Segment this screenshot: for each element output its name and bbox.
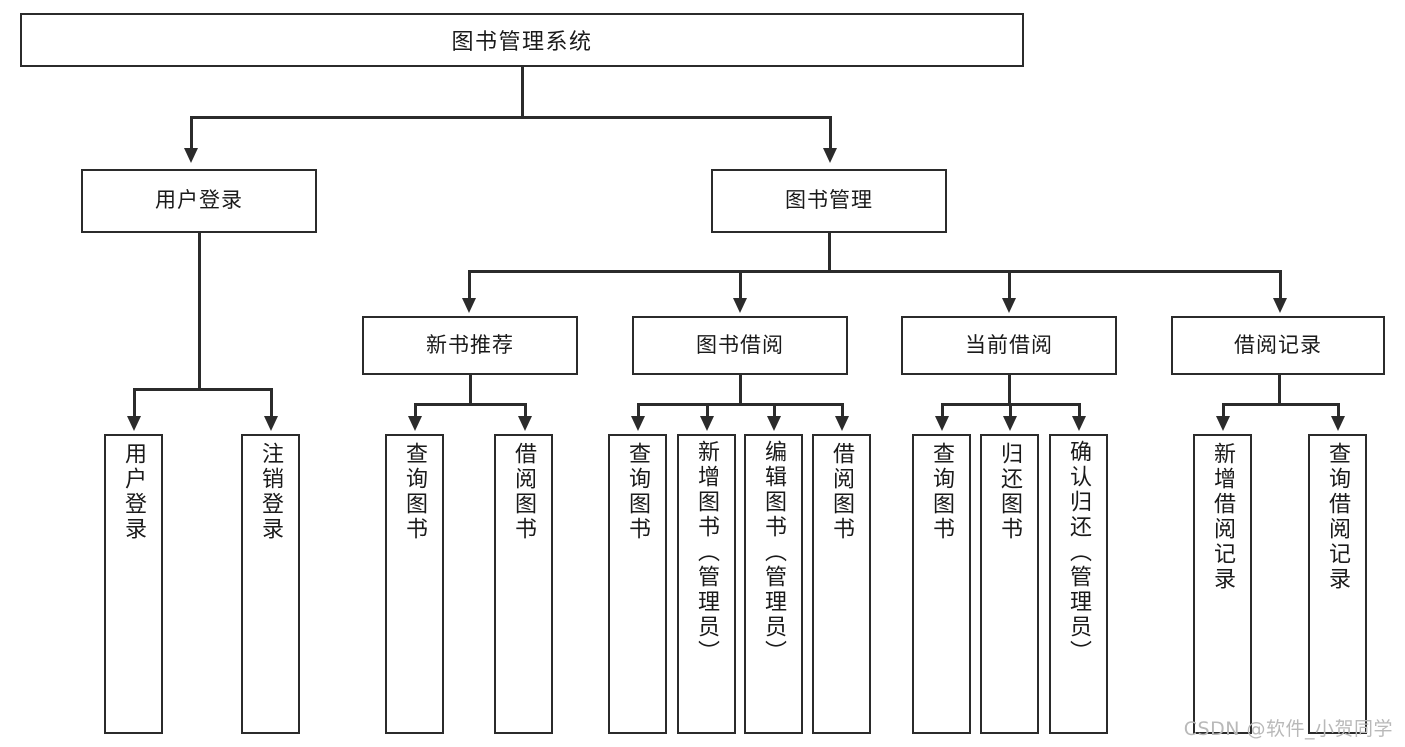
node-root-book-management-system[interactable]: 图书管理系统 bbox=[20, 13, 1024, 67]
node-label: 确认归还（管理员） bbox=[1066, 440, 1092, 665]
connector-to-borrow-record bbox=[1279, 270, 1282, 300]
leaf-user-login-login[interactable]: 用户登录 bbox=[104, 434, 163, 734]
node-new-book-recommendation[interactable]: 新书推荐 bbox=[362, 316, 578, 375]
leaf-book-borrow-add-admin[interactable]: 新增图书（管理员） bbox=[677, 434, 736, 734]
node-label: 借阅图书 bbox=[829, 442, 855, 542]
arrowhead-book-borrow-leaf-4 bbox=[835, 416, 849, 431]
arrowhead-borrow-record-leaf-1 bbox=[1216, 416, 1230, 431]
arrowhead-new-book-leaf-1 bbox=[408, 416, 422, 431]
connector-book-borrow-bus bbox=[637, 403, 843, 406]
arrowhead-new-book-leaf-2 bbox=[518, 416, 532, 431]
connector-level3-bus bbox=[468, 270, 1280, 273]
arrowhead-current-borrow-leaf-1 bbox=[935, 416, 949, 431]
connector-user-login-bus bbox=[133, 388, 272, 391]
arrowhead-current-borrow-leaf-2 bbox=[1003, 416, 1017, 431]
connector-new-book-leaf-1 bbox=[414, 403, 417, 418]
leaf-user-login-logout[interactable]: 注销登录 bbox=[241, 434, 300, 734]
leaf-book-borrow-borrow[interactable]: 借阅图书 bbox=[812, 434, 871, 734]
connector-book-borrow-leaf-4 bbox=[841, 403, 844, 418]
connector-root-stem bbox=[521, 67, 524, 118]
connector-book-borrow-stem bbox=[739, 375, 742, 405]
arrowhead-book-borrow-leaf-1 bbox=[631, 416, 645, 431]
connector-user-login-leaf-2 bbox=[270, 388, 273, 418]
node-user-login[interactable]: 用户登录 bbox=[81, 169, 317, 233]
leaf-borrow-record-query[interactable]: 查询借阅记录 bbox=[1308, 434, 1367, 734]
node-borrow-record[interactable]: 借阅记录 bbox=[1171, 316, 1385, 375]
arrowhead-to-book-borrow bbox=[733, 298, 747, 313]
connector-current-borrow-stem bbox=[1008, 375, 1011, 405]
node-label: 新书推荐 bbox=[426, 332, 514, 357]
leaf-book-borrow-edit-admin[interactable]: 编辑图书（管理员） bbox=[744, 434, 803, 734]
arrowhead-to-current-borrow bbox=[1002, 298, 1016, 313]
connector-to-new-book-rec bbox=[468, 270, 471, 300]
connector-to-current-borrow bbox=[1008, 270, 1011, 300]
arrowhead-book-borrow-leaf-2 bbox=[700, 416, 714, 431]
node-label: 查询借阅记录 bbox=[1325, 442, 1351, 592]
connector-book-management-stem bbox=[828, 233, 831, 272]
node-book-borrow[interactable]: 图书借阅 bbox=[632, 316, 848, 375]
arrowhead-book-borrow-leaf-3 bbox=[767, 416, 781, 431]
connector-to-user-login bbox=[190, 116, 193, 150]
connector-to-book-borrow bbox=[739, 270, 742, 300]
arrowhead-current-borrow-leaf-3 bbox=[1072, 416, 1086, 431]
leaf-book-borrow-query[interactable]: 查询图书 bbox=[608, 434, 667, 734]
node-label: 用户登录 bbox=[155, 188, 243, 213]
node-book-management[interactable]: 图书管理 bbox=[711, 169, 947, 233]
arrowhead-to-new-book-rec bbox=[462, 298, 476, 313]
leaf-new-book-borrow[interactable]: 借阅图书 bbox=[494, 434, 553, 734]
node-label: 查询图书 bbox=[625, 442, 651, 542]
node-label: 查询图书 bbox=[929, 442, 955, 542]
leaf-current-borrow-query[interactable]: 查询图书 bbox=[912, 434, 971, 734]
arrowhead-to-user-login bbox=[184, 148, 198, 163]
connector-book-borrow-leaf-2 bbox=[706, 403, 709, 418]
node-label: 注销登录 bbox=[258, 442, 284, 542]
node-label: 编辑图书（管理员） bbox=[761, 440, 787, 665]
connector-user-login-stem bbox=[198, 233, 201, 390]
arrowhead-user-login-leaf-1 bbox=[127, 416, 141, 431]
node-label: 图书管理 bbox=[785, 188, 873, 213]
connector-current-borrow-leaf-3 bbox=[1078, 403, 1081, 418]
connector-to-book-management bbox=[829, 116, 832, 150]
node-label: 当前借阅 bbox=[965, 332, 1053, 357]
arrowhead-user-login-leaf-2 bbox=[264, 416, 278, 431]
arrowhead-to-book-management bbox=[823, 148, 837, 163]
connector-book-borrow-leaf-3 bbox=[773, 403, 776, 418]
node-label: 用户登录 bbox=[121, 442, 147, 542]
connector-level2-bus bbox=[190, 116, 831, 119]
watermark-text: CSDN @软件_小贺同学 bbox=[1183, 718, 1393, 740]
connector-borrow-record-leaf-1 bbox=[1222, 403, 1225, 418]
leaf-borrow-record-add[interactable]: 新增借阅记录 bbox=[1193, 434, 1252, 734]
arrowhead-borrow-record-leaf-2 bbox=[1331, 416, 1345, 431]
leaf-new-book-query[interactable]: 查询图书 bbox=[385, 434, 444, 734]
connector-current-borrow-leaf-2 bbox=[1009, 403, 1012, 418]
node-label: 借阅图书 bbox=[511, 442, 537, 542]
leaf-current-borrow-return[interactable]: 归还图书 bbox=[980, 434, 1039, 734]
node-label: 图书借阅 bbox=[696, 332, 784, 357]
node-label: 借阅记录 bbox=[1234, 332, 1322, 357]
node-label: 新增图书（管理员） bbox=[694, 440, 720, 665]
connector-user-login-leaf-1 bbox=[133, 388, 136, 418]
connector-new-book-leaf-2 bbox=[524, 403, 527, 418]
connector-new-book-bus bbox=[414, 403, 527, 406]
node-label: 归还图书 bbox=[997, 442, 1023, 542]
connector-borrow-record-bus bbox=[1222, 403, 1339, 406]
leaf-current-borrow-confirm-admin[interactable]: 确认归还（管理员） bbox=[1049, 434, 1108, 734]
node-label: 查询图书 bbox=[402, 442, 428, 542]
connector-new-book-stem bbox=[469, 375, 472, 405]
arrowhead-to-borrow-record bbox=[1273, 298, 1287, 313]
node-label: 图书管理系统 bbox=[451, 30, 593, 55]
node-label: 新增借阅记录 bbox=[1210, 442, 1236, 592]
connector-book-borrow-leaf-1 bbox=[637, 403, 640, 418]
connector-borrow-record-stem bbox=[1278, 375, 1281, 405]
connector-borrow-record-leaf-2 bbox=[1337, 403, 1340, 418]
node-current-borrow[interactable]: 当前借阅 bbox=[901, 316, 1117, 375]
connector-current-borrow-leaf-1 bbox=[941, 403, 944, 418]
